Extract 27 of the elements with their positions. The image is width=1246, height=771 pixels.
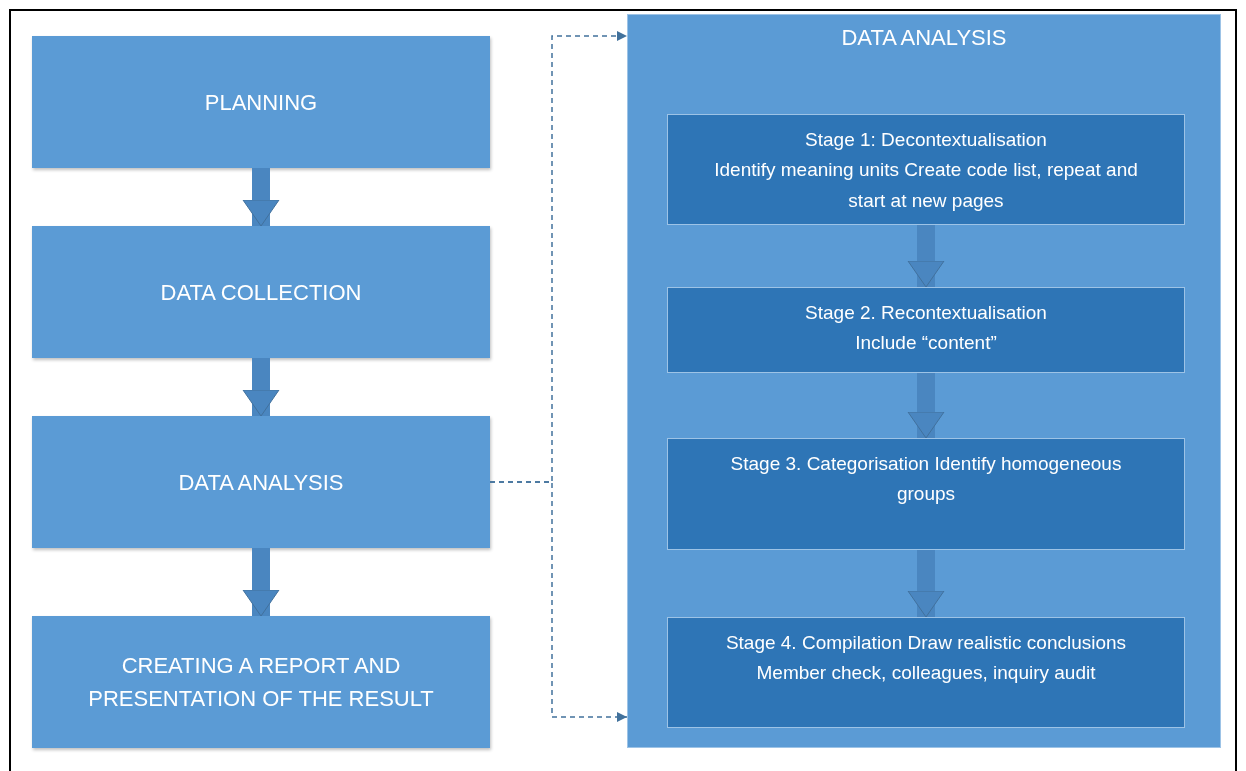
box-text: Stage 4. Compilation Draw realistic conclusions Member check, colleagues, inquiry audit: [724, 631, 1128, 686]
stage-heading: Stage 2. Recontextualisation: [805, 301, 1047, 325]
box-text: DATA ANALYSIS: [178, 468, 344, 497]
box-text: Stage 3. Categorisation Identify homogeneous groups: [729, 452, 1123, 507]
box-text: CREATING A REPORT AND PRESENTATION OF THE RESULT: [87, 652, 435, 713]
stage-box: [667, 114, 1185, 225]
process-box: [32, 416, 490, 548]
stage-heading: Stage 1: Decontextualisation: [805, 128, 1047, 152]
block-arrow: [242, 168, 280, 227]
process-box: [32, 616, 490, 748]
stage-box: [667, 438, 1185, 550]
box-text: Include “content”: [855, 331, 997, 356]
box-text: DATA COLLECTION: [160, 278, 362, 307]
process-box: [32, 226, 490, 358]
block-arrow: [907, 550, 945, 618]
stage-panel: [627, 14, 1221, 748]
block-arrow: [242, 358, 280, 417]
box-text: PLANNING: [204, 88, 318, 117]
process-box: [32, 36, 490, 168]
block-arrow: [242, 548, 280, 617]
stage-box: [667, 287, 1185, 373]
panel-heading: DATA ANALYSIS: [841, 25, 1007, 51]
dashed-arrow: [489, 481, 628, 722]
block-arrow: [907, 225, 945, 288]
stage-box: [667, 617, 1185, 728]
box-text: Identify meaning units Create code list, repeat and start at new pages: [713, 158, 1139, 213]
block-arrow: [907, 373, 945, 439]
